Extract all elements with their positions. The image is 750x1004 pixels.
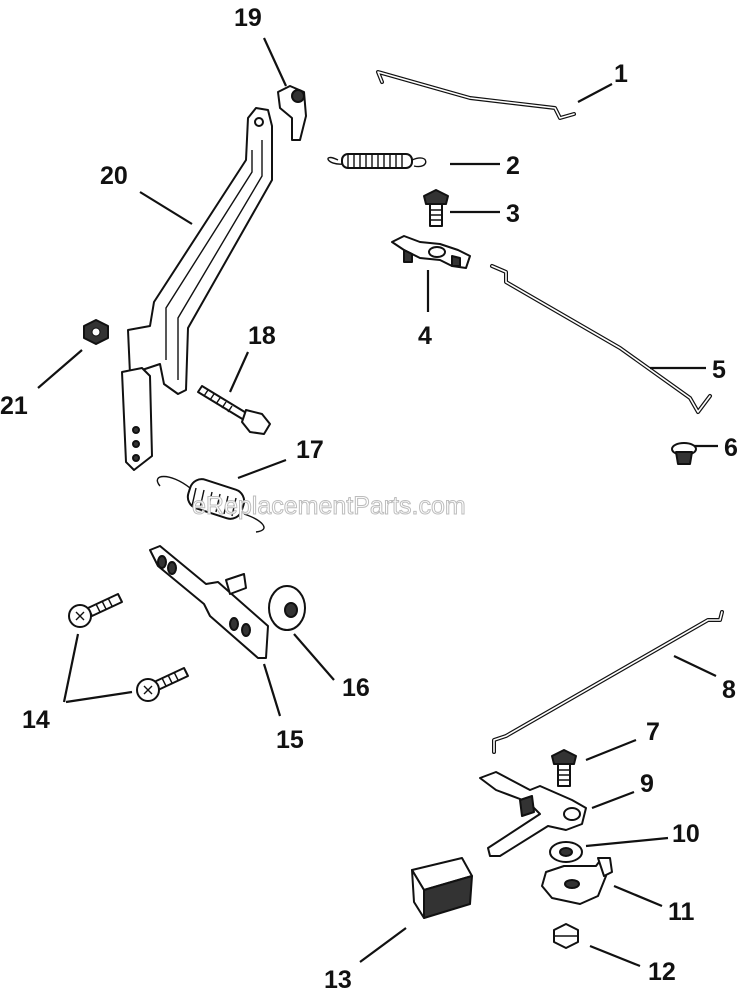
part-9-lever[interactable] [479,771,587,857]
part-1-rod[interactable] [376,70,576,120]
part-12-nut[interactable] [553,923,579,949]
callout-6: 6 [724,434,738,462]
callout-16: 16 [342,674,370,702]
callout-15: 15 [276,726,304,754]
callout-14: 14 [22,706,50,734]
part-10-washer[interactable] [549,841,583,863]
callouts: 1 2 3 4 5 6 7 8 9 10 11 12 13 14 15 16 1… [0,4,738,994]
callout-11: 11 [668,898,695,926]
part-3-screw[interactable] [423,189,449,227]
callout-12: 12 [648,958,676,986]
callout-19: 19 [234,4,262,32]
part-18-bolt[interactable] [197,385,271,435]
part-11-cam[interactable] [541,857,613,905]
part-8-rod[interactable] [492,610,724,754]
part-20-lever[interactable] [121,107,273,471]
part-14-screw-upper[interactable] [68,593,123,628]
callout-21: 21 [0,392,28,420]
callout-8: 8 [722,676,736,704]
callout-5: 5 [712,356,726,384]
part-21-nut[interactable] [83,319,109,345]
callout-20: 20 [100,162,128,190]
callout-17: 17 [296,436,324,464]
part-19-clip[interactable] [277,85,307,141]
part-13-knob[interactable] [411,857,473,919]
callout-2: 2 [506,152,520,180]
leader-lines [37,37,718,968]
callout-4: 4 [418,322,432,350]
callout-18: 18 [248,322,276,350]
callout-9: 9 [640,770,654,798]
part-2-spring[interactable] [327,153,427,169]
part-16-washer[interactable] [268,585,306,631]
part-6-grommet[interactable] [671,442,697,465]
part-5-rod[interactable] [490,264,712,414]
callout-13: 13 [324,966,352,994]
watermark: eReplacementParts.com [192,492,466,520]
callout-7: 7 [646,718,660,746]
part-14-screw-lower[interactable] [136,667,189,702]
part-4-bracket[interactable] [391,235,471,269]
part-17-spring[interactable] [156,475,265,533]
callout-10: 10 [672,820,700,848]
part-15-bracket[interactable] [149,545,269,659]
callout-1: 1 [614,60,628,88]
part-7-screw[interactable] [551,749,577,787]
callout-3: 3 [506,200,520,228]
